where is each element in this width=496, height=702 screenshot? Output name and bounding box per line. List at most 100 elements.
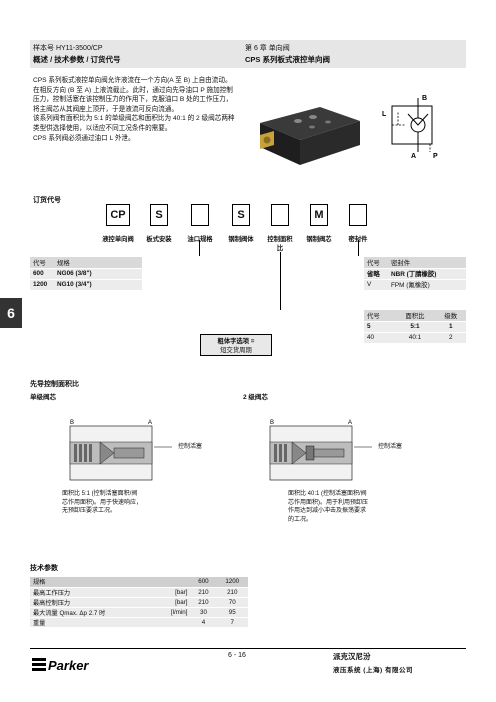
seal-table-cell: V: [364, 279, 388, 291]
page-header: 样本号 HY11-3500/CP 概述 / 技术参数 / 订货代号 第 6 章 …: [30, 40, 466, 68]
ratio-table-cell: 2: [435, 332, 466, 344]
tech-cell: [bar]: [154, 597, 191, 608]
tech-cell: 最高工作压力: [30, 587, 155, 598]
seal-table-cell: FPM (氟橡胶): [388, 279, 466, 291]
ratio-table-cell: 1: [435, 321, 466, 333]
chapter-tab: 6: [0, 298, 22, 328]
size-table-cell: 1200: [30, 279, 54, 291]
two-stage-caption: 面积比 40:1 (控制活塞面积/阀芯作用面积)。用于利用预卸压作用达到减小冲击…: [288, 491, 368, 523]
code-box-s: S: [150, 204, 168, 226]
label-steel-body: 钢制阀体: [228, 236, 254, 243]
code-box-port-size: [191, 204, 209, 226]
seal-table-cell: 省略: [364, 268, 388, 280]
size-table-header: 规格: [54, 257, 142, 269]
series-title: CPS 系列板式液控单向阀: [245, 55, 331, 64]
seal-table-cell: NBR (丁腈橡胶): [388, 268, 466, 280]
ordering-title: 订货代号: [33, 197, 61, 204]
tech-cell: 600: [190, 577, 217, 588]
ratio-table-cell: 5:1: [394, 321, 436, 333]
connector-line: [280, 252, 281, 310]
pilot-ratio-title: 先导控制面积比: [30, 381, 79, 388]
size-table-cell: 600: [30, 268, 54, 280]
label-steel-spool: 钢制阀芯: [306, 236, 332, 243]
tech-cell: 最大流量 Qmax. Δp 2.7 时: [30, 607, 155, 618]
chapter-title: 第 6 章 单向阀: [245, 45, 290, 52]
intro-paragraph: 该系列阀有面积比为 5:1 的单级阀芯和面积比为 40:1 的 2 级阀芯两种类…: [33, 115, 235, 132]
hydraulic-symbol: B L A P: [382, 95, 438, 160]
tech-cell: 4: [190, 617, 217, 628]
tech-cell: 最高控制压力: [30, 597, 155, 608]
intro-paragraph: 在相反方向 (B 至 A) 上液流截止。此时，通过向先导油口 P 施加控制压力，…: [33, 86, 233, 113]
single-piston-label: 控制活塞: [178, 444, 203, 450]
single-stage-caption: 面积比 5:1 (控制活塞面积/阀芯作用面积)。用于快速响应，无预卸压要求工况。: [62, 491, 142, 515]
port-a-label: A: [411, 153, 416, 160]
tech-cell: 210: [190, 587, 217, 598]
tech-title: 技术参数: [30, 565, 58, 572]
single-port-a: A: [148, 420, 152, 426]
ratio-table-header: 面积比: [394, 310, 436, 322]
tech-cell: 规格: [30, 577, 155, 588]
label-check-valve: 液控单向阀: [102, 236, 134, 243]
port-l-label: L: [382, 111, 387, 118]
ratio-table-header: 级数: [435, 310, 466, 322]
ratio-table-cell: 40:1: [394, 332, 436, 344]
section-title: 概述 / 技术参数 / 订货代号: [33, 55, 121, 64]
code-box-spool: M: [310, 204, 328, 226]
ratio-table-cell: 40: [364, 332, 395, 344]
tech-cell: 70: [216, 597, 248, 608]
tech-cell: [bar]: [154, 587, 191, 598]
code-box-seal: [349, 204, 367, 226]
seal-table-header: 代号: [364, 257, 388, 269]
bold-options-note: 粗体字选项 = 短交货周期: [200, 334, 272, 356]
tech-table: 规格 600 1200 最高工作压力 [bar] 210 210 最高控制压力 …: [30, 577, 248, 628]
tech-cell: 1200: [216, 577, 248, 588]
two-stage-title: 2 级阀芯: [243, 394, 268, 401]
label-pilot-ratio: 控制面积比: [267, 236, 293, 252]
size-table-header: 代号: [30, 257, 54, 269]
label-seal: 密封件: [348, 236, 368, 243]
intro-text: CPS 系列板式液控单向阀允许液流在一个方向(A 至 B) 上自由流动。 在相反…: [33, 76, 238, 143]
seal-table-header: 密封件: [388, 257, 466, 269]
tech-cell: 重量: [30, 617, 155, 628]
tech-cell: [154, 617, 191, 628]
tech-cell: 210: [190, 597, 217, 608]
ratio-table-cell: 5: [364, 321, 395, 333]
double-piston-label: 控制活塞: [378, 444, 403, 450]
tech-cell: 30: [190, 607, 217, 618]
note-line: 短交货周期: [220, 347, 252, 354]
size-table-cell: NG10 (3/4"): [54, 279, 142, 291]
intro-paragraph: CPS 系列阀必须通过油口 L 外泄。: [33, 134, 135, 142]
connector-line: [358, 240, 359, 256]
parker-logo: Parker: [32, 658, 89, 673]
label-port-size: 油口规格: [187, 236, 213, 243]
tech-cell: [154, 577, 191, 588]
port-p-label: P: [433, 153, 438, 160]
connector-line: [199, 240, 200, 256]
page-number: 6 - 16: [228, 652, 246, 659]
double-port-b: B: [270, 420, 274, 426]
label-subplate: 板式安装: [146, 236, 172, 243]
port-b-label: B: [422, 95, 427, 102]
tech-cell: [l/min]: [154, 607, 191, 618]
double-port-a: A: [348, 420, 352, 426]
note-line: 粗体字选项 =: [217, 338, 255, 345]
footer-rule: [30, 648, 466, 649]
code-box-body: S: [232, 204, 250, 226]
code-box-cp: CP: [106, 204, 130, 226]
code-box-ratio: [271, 204, 289, 226]
ratio-table-header: 代号: [364, 310, 395, 322]
tech-cell: 95: [216, 607, 248, 618]
catalog-number: 样本号 HY11-3500/CP: [33, 45, 103, 52]
company-name: 液压系统 (上海) 有限公司: [333, 667, 413, 674]
brand-name: 派克汉尼汾: [333, 652, 371, 661]
single-stage-drawing: B A: [69, 420, 172, 481]
size-table-cell: NG06 (3/8"): [54, 268, 142, 280]
intro-paragraph: CPS 系列板式液控单向阀允许液流在一个方向(A 至 B) 上自由流动。: [33, 77, 232, 84]
tech-cell: 210: [216, 587, 248, 598]
valve-photo: [260, 107, 360, 165]
single-stage-title: 单级阀芯: [30, 394, 56, 401]
logo-text: Parker: [48, 658, 89, 673]
single-port-b: B: [70, 420, 74, 426]
